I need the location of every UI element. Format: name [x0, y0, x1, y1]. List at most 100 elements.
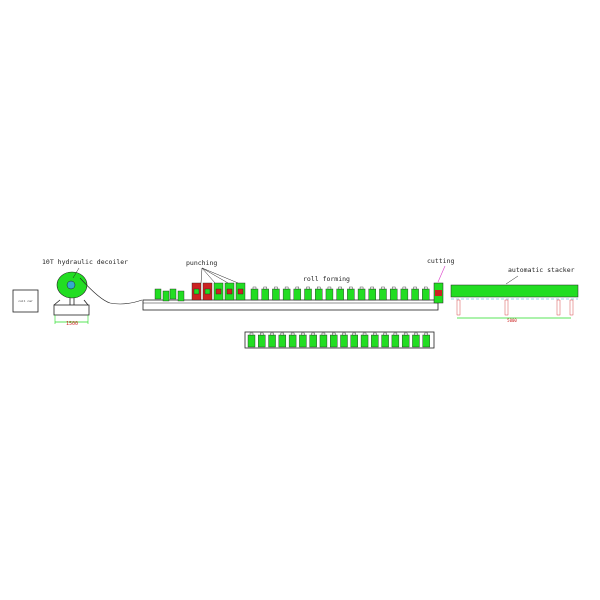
roll-stand: [315, 288, 323, 301]
roll-stand-top: [306, 286, 310, 290]
roll-stand-top: [327, 286, 332, 290]
roll-stand: [309, 334, 317, 348]
leveler-roll: [177, 290, 185, 302]
leveler-roll: [169, 288, 177, 300]
stacker-label: automatic stacker: [508, 266, 575, 274]
roll-stand-top: [413, 286, 417, 290]
roll-stand-top: [342, 332, 346, 336]
roll-forming-row-bottom-frame: [244, 331, 435, 349]
roll-stand-top: [383, 332, 387, 336]
roll-stand-top: [332, 332, 336, 336]
roll-stand-top: [359, 286, 364, 290]
roll-stand-top: [290, 332, 295, 336]
roll-stand: [288, 334, 297, 348]
roll-stand: [360, 334, 369, 348]
roll-stand: [325, 288, 334, 301]
punching-core: [204, 288, 211, 295]
roll-stand-top: [270, 332, 274, 336]
roll-stand-top: [424, 286, 428, 290]
roll-stand: [401, 334, 410, 348]
roll-stand: [379, 288, 387, 301]
roll-stand: [412, 334, 420, 348]
roll-stand: [299, 334, 307, 348]
roll-stand: [304, 288, 312, 301]
roll-stand: [247, 334, 256, 348]
punching-core: [215, 288, 222, 295]
roll-forming-label: roll forming: [303, 275, 350, 283]
roll-stand-top: [260, 332, 264, 336]
roll-stand: [330, 334, 338, 348]
roll-stand: [319, 334, 328, 348]
roll-stand: [258, 334, 266, 348]
roll-stand: [381, 334, 389, 348]
roll-stand: [357, 288, 366, 301]
roll-stand: [261, 288, 269, 301]
roll-stand-top: [295, 286, 300, 290]
cutting-station: [433, 265, 446, 304]
roll-stand-top: [352, 332, 356, 336]
stacker-leg: [556, 299, 561, 316]
decoiler-dimension: 1500: [66, 321, 78, 327]
roll-stand-top: [249, 332, 254, 336]
roll-stand: [282, 288, 291, 301]
roll-stand: [350, 334, 358, 348]
roll-stand: [340, 334, 348, 348]
main-frame: [142, 299, 439, 311]
decoiler: 1500: [53, 267, 90, 327]
stacker-leg: [569, 299, 574, 316]
punching-core: [226, 288, 233, 295]
punching-label: punching: [186, 259, 217, 267]
roll-stand: [250, 288, 259, 301]
stacker-leg: [504, 299, 509, 316]
roll-stand: [422, 288, 430, 301]
coil-car: coil car: [12, 289, 39, 313]
punching-core: [237, 288, 244, 295]
decoiler-label: 10T hydraulic decoiler: [42, 258, 128, 266]
roll-stand-top: [280, 332, 285, 336]
roll-stand: [336, 288, 344, 301]
punching-leaders: [200, 267, 239, 284]
roll-stand-top: [414, 332, 418, 336]
roll-stand-top: [402, 286, 407, 290]
roll-stand: [368, 288, 376, 301]
roll-stand: [400, 288, 409, 301]
roll-stand-top: [393, 332, 398, 336]
roll-stand-top: [284, 286, 289, 290]
roll-stand-top: [321, 332, 326, 336]
roll-stand: [411, 288, 419, 301]
roll-stand: [293, 288, 302, 301]
stacker-dimension: 5000: [507, 318, 517, 323]
roll-stand-top: [403, 332, 408, 336]
roll-stand: [272, 288, 280, 301]
roll-stand: [422, 334, 430, 348]
roll-stand-top: [349, 286, 353, 290]
coil-car-label: coil car: [18, 299, 33, 303]
roll-stand-top: [252, 286, 257, 290]
roll-forming-row-top: [250, 286, 430, 301]
automatic-stacker: 5000: [450, 275, 579, 323]
punching-station: [191, 282, 246, 301]
cutting-label: cutting: [427, 257, 454, 265]
steel-strip: [79, 277, 143, 305]
roll-stand: [268, 334, 276, 348]
stacker-leg: [456, 299, 461, 316]
roll-stand-top: [338, 286, 342, 290]
roll-stand-top: [370, 286, 374, 290]
roll-stand-top: [301, 332, 305, 336]
roll-stand: [347, 288, 355, 301]
roll-stand-top: [317, 286, 321, 290]
roll-forming-row-bottom: [247, 332, 430, 348]
roll-stand: [371, 334, 379, 348]
roll-stand-top: [263, 286, 267, 290]
punching-core: [193, 288, 200, 295]
roll-stand: [391, 334, 400, 348]
roll-stand-top: [381, 286, 385, 290]
roll-stand-top: [362, 332, 367, 336]
leveler-roll: [154, 288, 162, 300]
roll-stand-top: [373, 332, 377, 336]
leveler-roll: [162, 290, 170, 302]
leveler: [154, 288, 185, 302]
roll-stand-top: [311, 332, 315, 336]
